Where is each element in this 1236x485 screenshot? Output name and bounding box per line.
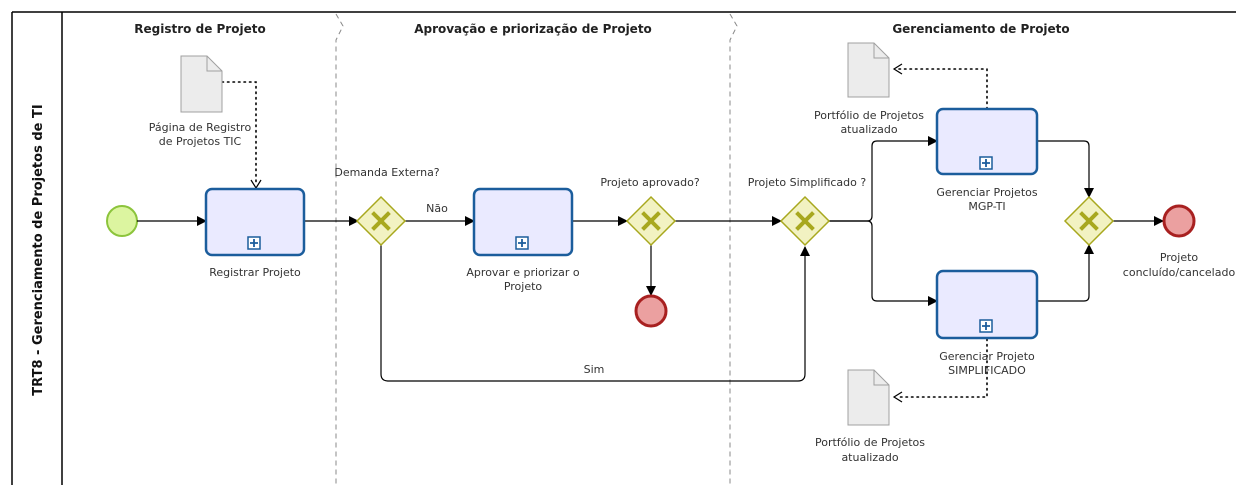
gateway-projeto-aprovado[interactable] [625,195,677,247]
pool-title: TRT8 - Gerenciamento de Projetos de TI [31,104,46,395]
pool-frame [11,11,1236,485]
gateway-merge[interactable] [1063,195,1115,247]
lane-title-aprovacao: Aprovação e priorização de Projeto [414,22,652,36]
gateway-demanda-label: Demanda Externa? [334,166,439,179]
task-mgp-label-1: Gerenciar Projetos [936,186,1037,199]
task-mgp-label-2: MGP-TI [968,200,1005,213]
document-portfolio-bottom-label-1: Portfólio de Projetos [815,436,925,449]
flow-simp-to-merge [1037,244,1094,302]
document-registro-label-1: Página de Registro [149,121,252,134]
task-simplificado-label-1: Gerenciar Projeto [939,350,1035,363]
assoc-portfolio-top [897,68,988,110]
task-simplificado-label-2: SIMPLIFICADO [948,364,1026,377]
task-registrar-label: Registrar Projeto [209,266,301,279]
assoc-portfolio-bottom [897,338,988,398]
document-portfolio-bottom-label-2: atualizado [841,451,898,464]
document-icon-portfolio-top[interactable] [847,42,890,98]
task-registrar-projeto[interactable] [204,187,306,257]
document-icon-portfolio-bottom[interactable] [847,369,890,426]
flow-label-nao: Não [426,202,448,215]
end-event-rejected[interactable] [634,294,668,328]
document-portfolio-top-label-1: Portfólio de Projetos [814,109,924,122]
task-aprovar-label-1: Aprovar e priorizar o [466,266,579,279]
lane-title-gerenciamento: Gerenciamento de Projeto [892,22,1069,36]
task-aprovar-label-2: Projeto [504,280,543,293]
document-icon-registro[interactable] [180,55,223,113]
task-gerenciar-simplificado[interactable] [935,269,1039,340]
end-event-label-2: concluído/cancelado [1123,266,1236,279]
document-portfolio-top-label-2: atualizado [840,123,897,136]
flow-label-sim: Sim [584,363,605,376]
document-registro-label-2: de Projetos TIC [159,135,242,148]
gateway-simplificado-label: Projeto Simplificado ? [748,176,867,189]
lane-divider-2 [729,13,738,485]
lane-title-registro: Registro de Projeto [134,22,265,36]
gateway-aprovado-label: Projeto aprovado? [600,176,700,189]
flow-mgp-to-merge [1037,140,1094,198]
assoc-registro-doc [221,81,257,184]
assoc-portfolio-bottom-arrowhead [892,391,903,403]
flow-sim [380,245,810,382]
end-event-label-1: Projeto [1160,251,1199,264]
task-aprovar-projeto[interactable] [472,187,574,257]
task-gerenciar-mgp[interactable] [935,107,1039,176]
start-event[interactable] [106,205,138,237]
flow-simplificado-to-simp [829,220,938,306]
end-event-final[interactable] [1162,204,1196,238]
gateway-projeto-simplificado[interactable] [779,195,831,247]
lane-divider-1 [335,13,344,485]
gateway-demanda-externa[interactable] [355,195,407,247]
assoc-portfolio-top-arrowhead [892,63,903,75]
